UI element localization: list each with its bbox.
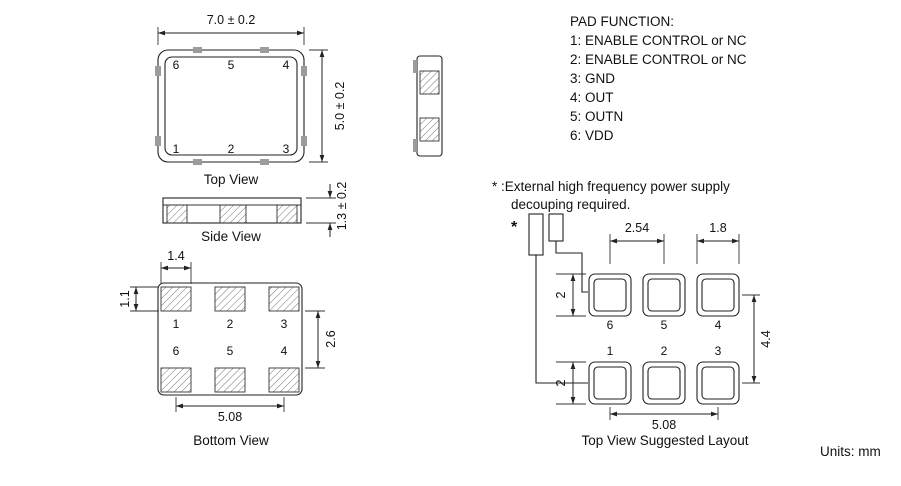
- bottom-pin-3: 3: [280, 317, 288, 331]
- layout-pad-height-bottom-dim-label: 2: [554, 379, 568, 387]
- end-view-drawing: [413, 55, 443, 157]
- layout-pad-height-dimensions: [556, 273, 586, 405]
- bottom-pad-2: [214, 286, 246, 312]
- side-view-thickness-dim-label: 1.3 ± 0.2: [335, 181, 349, 231]
- package-outline: [157, 49, 305, 163]
- pad-function-item-3: 3: GND: [570, 71, 616, 86]
- side-view-thickness-dimension: [306, 184, 336, 237]
- pin-number-4: 4: [282, 58, 290, 72]
- layout-pads: [588, 273, 740, 405]
- pin-number-3: 3: [282, 142, 290, 156]
- layout-pin-6: 6: [606, 318, 614, 332]
- decoupling-note-line1: * :External high frequency power supply: [492, 179, 730, 194]
- bottom-pad-height-dim-label: 1.1: [118, 290, 132, 308]
- top-view-height-dim-label: 5.0 ± 0.2: [333, 81, 347, 131]
- top-view-width-dim-label: 7.0 ± 0.2: [206, 13, 256, 27]
- side-view-pad: [276, 204, 298, 224]
- pin-number-5: 5: [227, 58, 235, 72]
- package-lid-outline: [164, 56, 298, 156]
- decoupling-cap-pad: [528, 213, 544, 256]
- end-view-pad: [419, 70, 440, 95]
- pad-function-item-1: 1: ENABLE CONTROL or NC: [570, 33, 747, 48]
- bottom-pitch-dim-label: 5.08: [217, 410, 243, 424]
- pad-function-title: PAD FUNCTION:: [570, 14, 674, 29]
- decoupling-cap-pad: [548, 213, 564, 242]
- layout-row-pitch-dim-label: 4.4: [759, 330, 773, 348]
- side-view-pad: [166, 204, 188, 224]
- top-view-drawing: [155, 27, 328, 165]
- bottom-view-drawing: [130, 262, 325, 412]
- pin-number-6: 6: [172, 58, 180, 72]
- decoupling-trace: [555, 241, 588, 293]
- pad-function-item-6: 6: VDD: [570, 128, 614, 143]
- bottom-pad-6: [160, 367, 192, 393]
- layout-pin-3: 3: [714, 344, 722, 358]
- pad-height-dimension: [130, 286, 159, 312]
- layout-view-title: Top View Suggested Layout: [581, 433, 749, 448]
- layout-pin-5: 5: [660, 318, 668, 332]
- decoupling-trace: [535, 255, 588, 384]
- layout-row-pitch-dimension: [742, 294, 760, 384]
- pad-function-item-4: 4: OUT: [570, 90, 614, 105]
- pin-number-1: 1: [172, 142, 180, 156]
- bottom-pin-2: 2: [226, 317, 234, 331]
- bottom-pin-1: 1: [172, 317, 180, 331]
- pin-number-2: 2: [227, 142, 235, 156]
- layout-pad-height-top-dim-label: 2: [554, 291, 568, 299]
- bottom-pin-5: 5: [226, 344, 234, 358]
- pad-function-item-5: 5: OUTN: [570, 109, 624, 124]
- bottom-row-gap-dim-label: 2.6: [324, 330, 338, 348]
- side-view-pad: [219, 204, 247, 224]
- layout-pin-1: 1: [606, 344, 614, 358]
- bottom-pad-1: [160, 286, 192, 312]
- layout-span-dim-label: 5.08: [651, 418, 677, 432]
- end-view-outline: [416, 55, 443, 157]
- pad-pitch-dimension: [175, 397, 285, 412]
- layout-pin-2: 2: [660, 344, 668, 358]
- layout-pitch-dim-label: 2.54: [624, 221, 650, 235]
- bottom-pad-4: [268, 367, 300, 393]
- decoupling-note-line2: decouping required.: [511, 197, 631, 212]
- end-view-pad: [419, 117, 440, 142]
- pad-function-item-2: 2: ENABLE CONTROL or NC: [570, 52, 747, 67]
- decoupling-asterisk: *: [511, 219, 518, 236]
- layout-pad-width-dim-label: 1.8: [709, 221, 727, 235]
- bottom-pin-4: 4: [280, 344, 288, 358]
- layout-pin-4: 4: [714, 318, 722, 332]
- bottom-pad-width-dim-label: 1.4: [167, 249, 185, 263]
- bottom-view-title: Bottom View: [193, 433, 269, 448]
- layout-span-dimension: [609, 407, 719, 420]
- pad-width-dimension: [160, 262, 192, 284]
- bottom-pin-6: 6: [172, 344, 180, 358]
- row-gap-dimension: [305, 310, 325, 369]
- top-view-title: Top View: [203, 172, 259, 187]
- layout-view-drawing: [528, 213, 760, 420]
- edge-castellation-marks: [155, 47, 307, 165]
- bottom-pad-5: [214, 367, 246, 393]
- side-view-title: Side View: [201, 229, 261, 244]
- bottom-view-outline: [157, 282, 303, 396]
- layout-pad-width-dimension: [696, 234, 740, 264]
- side-view-drawing: [162, 184, 336, 237]
- top-view-height-dimension: [309, 49, 328, 163]
- bottom-pad-3: [268, 286, 300, 312]
- units-label: Units: mm: [820, 444, 881, 459]
- top-view-width-dimension: [157, 27, 305, 45]
- layout-pitch-dimension: [609, 234, 665, 264]
